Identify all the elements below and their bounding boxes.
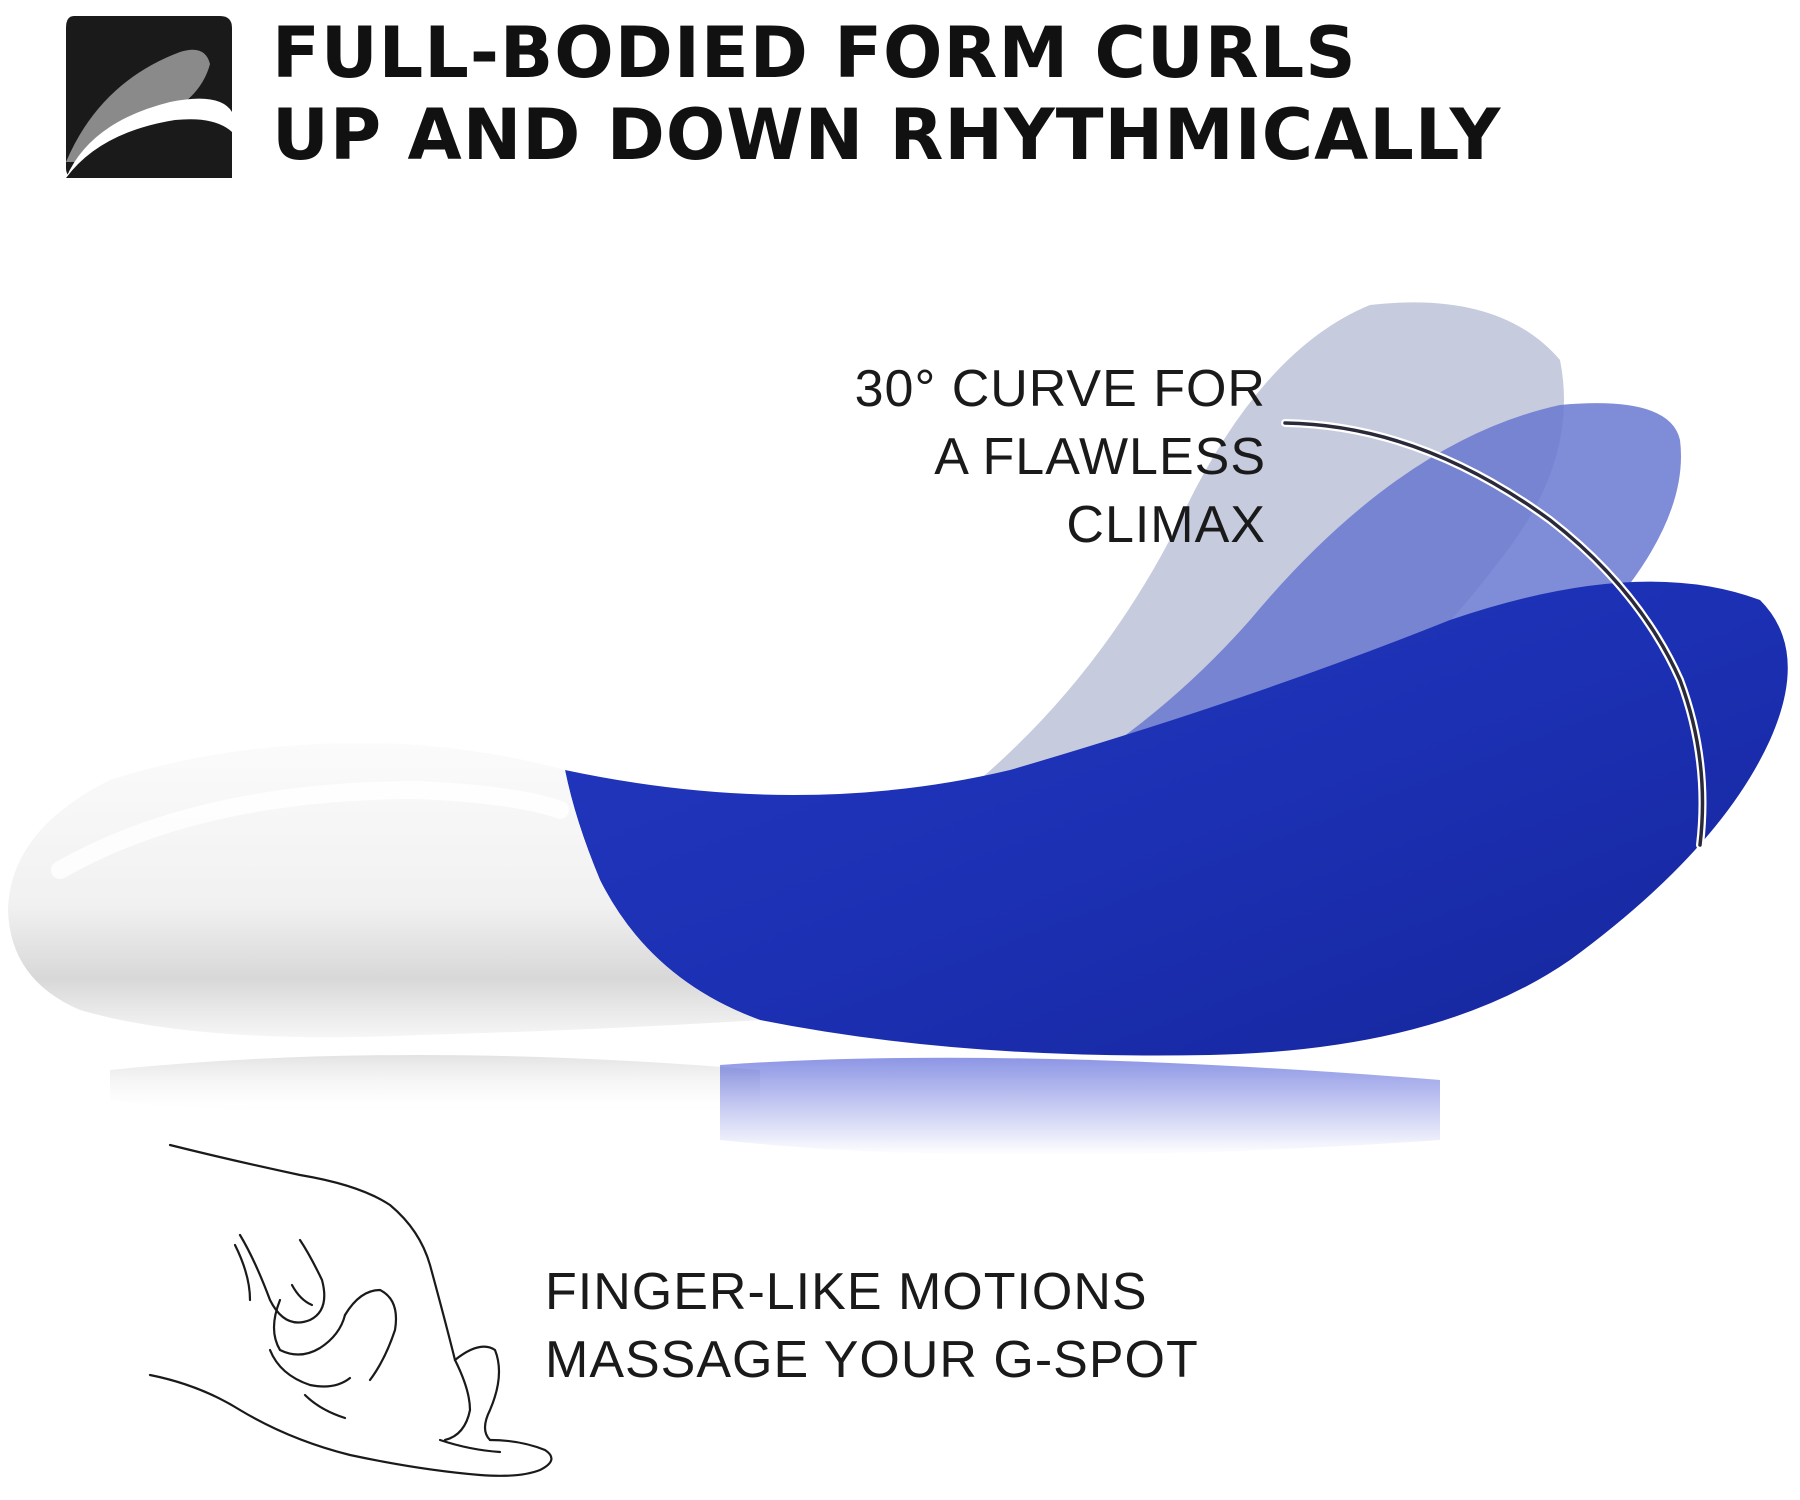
curl-motion-icon xyxy=(66,16,232,178)
curve-arc-line-dark xyxy=(1283,421,1705,847)
motion-caption-line-2: MASSAGE YOUR G-SPOT xyxy=(545,1331,1199,1389)
motion-caption-line-1: FINGER-LIKE MOTIONS xyxy=(545,1263,1148,1321)
curve-caption-line-3: CLIMAX xyxy=(1066,496,1266,554)
curve-caption: 30° CURVE FOR A FLAWLESS CLIMAX xyxy=(855,355,1266,559)
handle-highlight xyxy=(51,780,569,879)
ghost-head-mid xyxy=(880,403,1681,885)
curve-caption-line-1: 30° CURVE FOR xyxy=(854,360,1266,418)
curve-caption-line-2: A FLAWLESS xyxy=(934,428,1266,486)
beckoning-hand-icon xyxy=(148,1143,553,1477)
white-reflection xyxy=(110,1055,760,1118)
headline: FULL-BODIED FORM CURLS UP AND DOWN RHYTH… xyxy=(272,12,1501,176)
blue-head xyxy=(565,581,1788,1056)
headline-line-1: FULL-BODIED FORM CURLS xyxy=(272,12,1357,94)
headline-line-2: UP AND DOWN RHYTHMICALLY xyxy=(272,94,1502,176)
motion-caption: FINGER-LIKE MOTIONS MASSAGE YOUR G-SPOT xyxy=(545,1258,1199,1394)
blue-reflection xyxy=(720,1057,1440,1155)
